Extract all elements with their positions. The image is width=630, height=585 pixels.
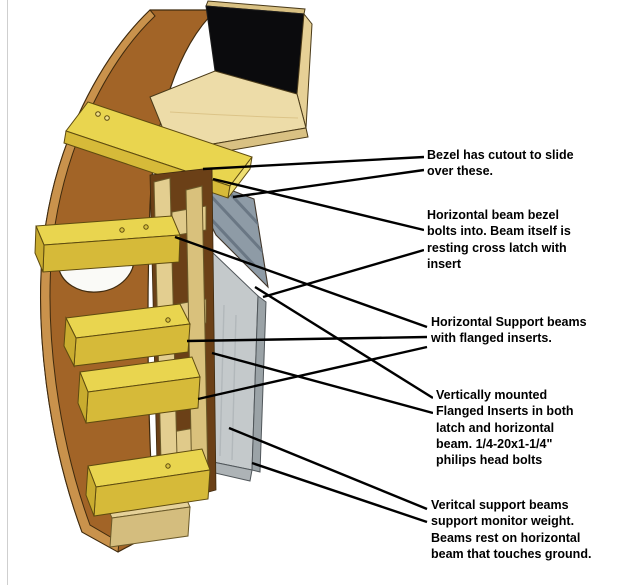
support-beam-3 [63,303,191,368]
screw-hole [104,115,110,121]
leader-line [197,345,428,401]
beam-end [63,316,77,368]
leader-line [254,285,434,400]
support-beam-5 [85,448,211,517]
beam-end [77,371,89,424]
leader-line [232,168,425,199]
leader-line [174,235,428,329]
support-beam-4 [77,356,201,424]
panel-edge-band [40,9,156,553]
annotation-horizontal-beam-bezel: Horizontal beam bezel bolts into. Beam i… [424,206,615,274]
leader-line [212,177,425,232]
leader-line [202,155,425,171]
leader-lines [174,155,434,524]
bolt-hole [143,224,149,230]
leader-line [228,426,428,511]
beam-end [34,225,45,273]
screw-hole [95,111,101,117]
beam-front [109,506,191,548]
leader-line [251,461,428,524]
leader-line [211,351,434,415]
leader-line [262,248,425,299]
bolt-hole [119,227,125,233]
annotation-horizontal-support-beams: Horizontal Support beams with flanged in… [428,313,619,349]
horizontal-support-beams [34,215,211,548]
bolt-hole [165,463,171,469]
annotation-vertical-support-beams: Veritcal support beams support monitor w… [428,496,619,564]
shelf-grain-line [169,111,299,119]
beam-end [85,465,97,517]
bolt-hole [165,317,171,323]
support-beam-2 [34,215,181,273]
annotation-flanged-inserts: Vertically mounted Flanged Inserts in bo… [433,386,611,471]
column-seam [219,304,225,457]
leader-line [186,335,428,343]
annotation-bezel-cutout: Bezel has cutout to slide over these. [424,146,605,182]
monitor-enclosure [149,0,313,161]
